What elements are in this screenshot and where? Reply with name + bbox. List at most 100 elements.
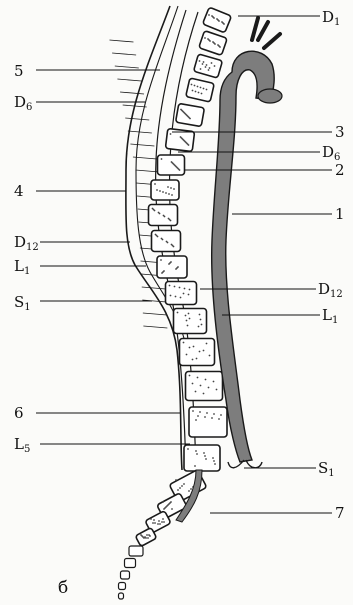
bone-speckle (196, 453, 198, 455)
bone-speckle (167, 242, 169, 244)
vertebra-8 (151, 180, 179, 200)
vertebral-body (158, 155, 185, 175)
ligament-rung (125, 118, 149, 120)
bone-speckle (192, 383, 194, 385)
vertebral-body (184, 445, 220, 471)
bone-speckle (216, 389, 218, 391)
vertebra-7 (158, 155, 185, 175)
ligament-rung (109, 40, 133, 42)
bone-speckle (206, 343, 208, 345)
figure-caption: б (58, 580, 68, 596)
bone-speckle (197, 377, 199, 379)
bone-speckle (165, 192, 167, 194)
ligament-rung (115, 66, 139, 68)
vertebral-body (199, 31, 228, 56)
bone-speckle (195, 391, 197, 393)
label-d1: D1 (322, 9, 340, 31)
bone-speckle (209, 355, 211, 357)
vertebra-17 (184, 445, 220, 471)
label-4: 4 (14, 183, 24, 205)
vertebra-4 (186, 78, 215, 102)
aortic-arch-branches (252, 18, 280, 48)
bone-speckle (220, 414, 222, 416)
bone-speckle (162, 191, 164, 193)
bone-speckle (180, 297, 182, 299)
vertebral-body (203, 7, 232, 33)
bone-speckle (192, 359, 194, 361)
bone-speckle (173, 188, 175, 190)
bone-speckle (170, 220, 172, 222)
bone-speckle (162, 518, 164, 520)
bone-speckle (163, 270, 165, 272)
bone-speckle (171, 508, 173, 510)
bone-speckle (187, 325, 189, 327)
bone-speckle (208, 387, 210, 389)
bone-speckle (168, 193, 170, 195)
bone-speckle (169, 285, 171, 287)
vertebra-12 (166, 282, 197, 305)
label-d12-left: D12 (14, 234, 39, 256)
bone-speckle (164, 216, 166, 218)
bone-speckle (152, 522, 154, 524)
bone-speckle (192, 410, 194, 412)
bone-speckle (177, 489, 179, 491)
bone-speckle (162, 239, 164, 241)
bone-speckle (206, 64, 208, 66)
ligament-rung (120, 92, 144, 94)
bone-speckle (171, 161, 173, 163)
bone-speckle (203, 452, 205, 454)
bone-speckle (183, 483, 185, 485)
vertebra-3 (194, 54, 223, 78)
bone-speckle (167, 186, 169, 188)
bone-speckle (218, 418, 220, 420)
ligament-rung (130, 144, 154, 146)
bone-speckle (171, 194, 173, 196)
ligament-rung (112, 53, 136, 55)
ligament-rung (128, 131, 152, 133)
bone-speckle (196, 358, 198, 360)
aorta-cut-end (258, 89, 282, 103)
bone-speckle (194, 85, 196, 87)
bone-speckle (157, 236, 159, 238)
bone-speckle (184, 288, 186, 290)
bone-speckle (160, 259, 162, 261)
vertebra-13 (174, 309, 207, 334)
bone-speckle (214, 65, 216, 67)
bone-speckle (183, 293, 185, 295)
bone-speckle (146, 534, 148, 536)
bone-speckle (198, 326, 200, 328)
bone-speckle (195, 450, 197, 452)
bone-speckle (211, 15, 213, 17)
coccygeal-segment (119, 583, 126, 590)
bone-speckle (149, 535, 151, 537)
bone-speckle (177, 312, 179, 314)
vertebra-1 (203, 7, 232, 33)
bone-speckle (211, 62, 213, 64)
bone-speckle (174, 286, 176, 288)
coccygeal-segment (119, 593, 124, 599)
bone-speckle (195, 419, 197, 421)
bone-speckle (205, 379, 207, 381)
bone-speckle (150, 518, 152, 520)
bone-speckle (175, 296, 177, 298)
bone-speckle (200, 68, 202, 70)
bone-speckle (163, 521, 165, 523)
bone-speckle (202, 63, 204, 65)
bone-speckle (158, 520, 160, 522)
bone-speckle (200, 319, 202, 321)
ligament-rung (143, 313, 167, 315)
bone-speckle (216, 18, 218, 20)
bone-speckle (213, 413, 215, 415)
bone-speckle (199, 60, 201, 62)
bone-speckle (143, 537, 145, 539)
label-d6-left: D6 (14, 94, 32, 116)
bone-speckle (208, 69, 210, 71)
bone-speckle (212, 41, 214, 43)
bone-speckle (209, 67, 211, 69)
bone-speckle (200, 385, 202, 387)
vertebral-body (186, 372, 223, 401)
vertebra-10 (152, 231, 181, 252)
bone-speckle (189, 118, 191, 120)
